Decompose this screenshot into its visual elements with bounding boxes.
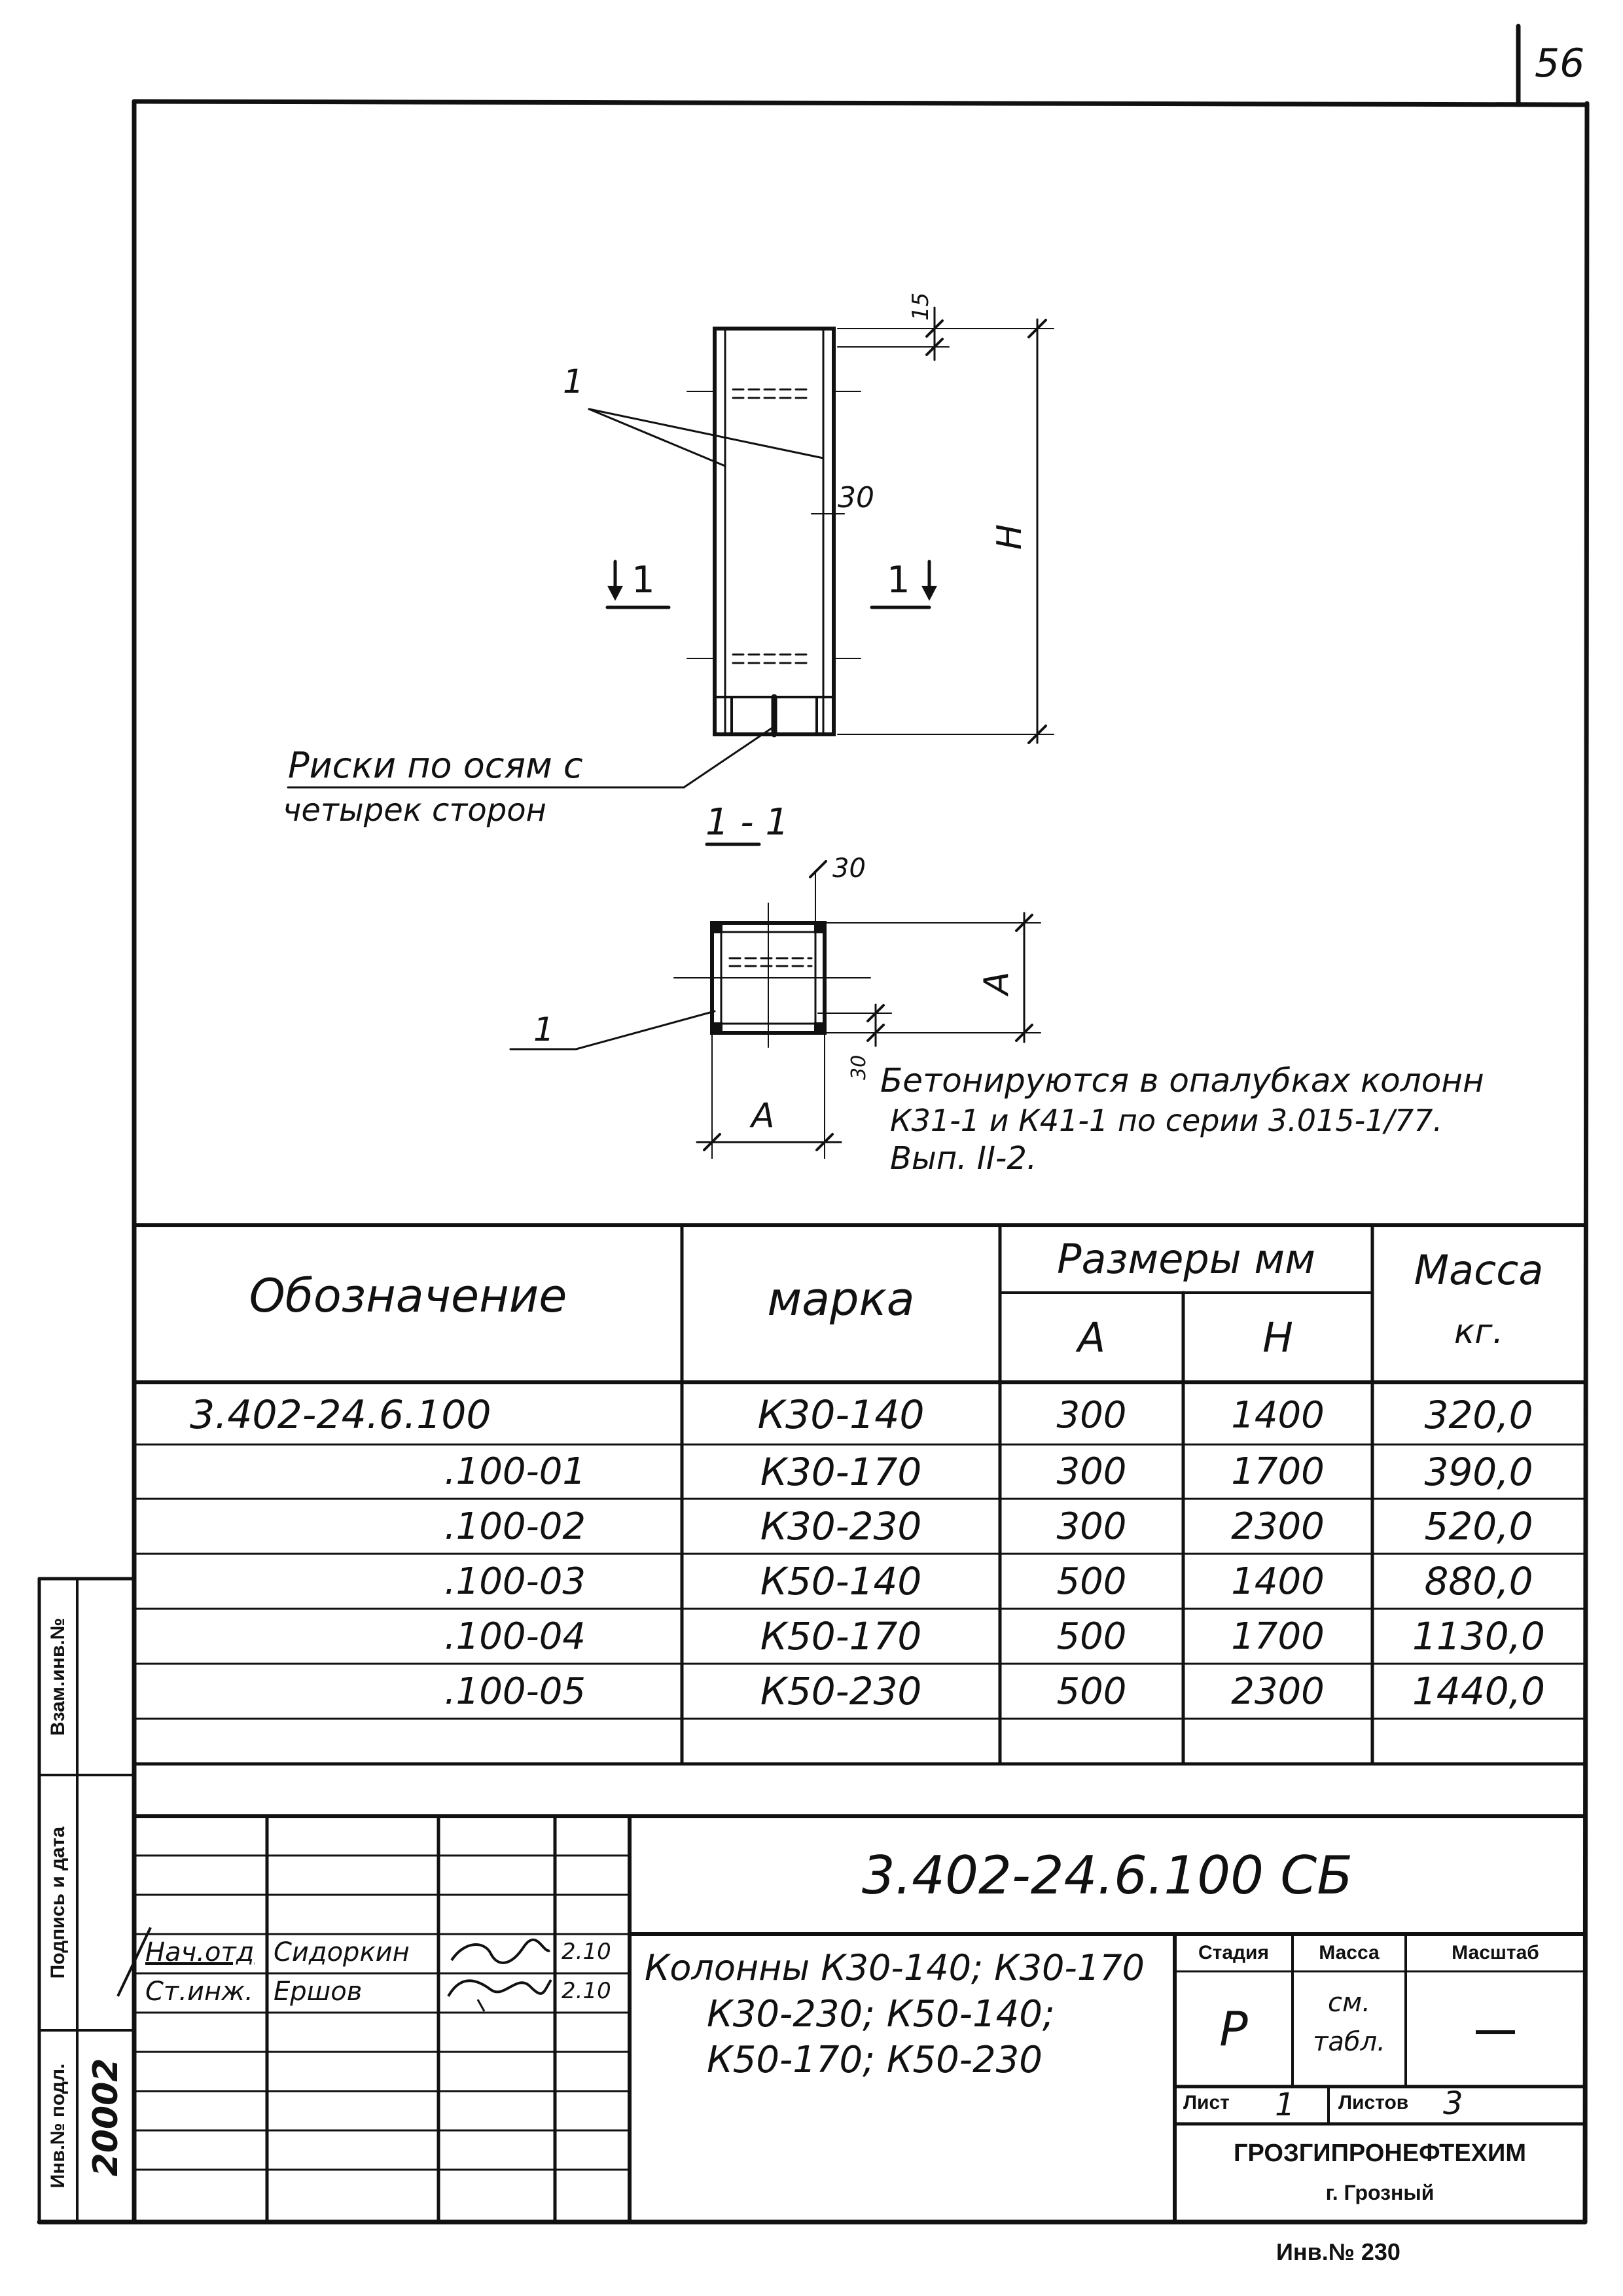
- signature-role: Ст.инж.: [145, 1977, 253, 2007]
- row-mass: 1440,0: [1412, 1669, 1545, 1713]
- label-pos-1-bottom: 1: [533, 1011, 554, 1049]
- row-mark: К50-140: [760, 1559, 922, 1604]
- row-designation: .100-03: [444, 1560, 586, 1603]
- sheets-value: 3: [1443, 2085, 1463, 2122]
- header-dim-h: Н: [1262, 1314, 1293, 1361]
- dim-a-bottom: A: [749, 1096, 775, 1136]
- row-mark: К50-230: [760, 1669, 922, 1713]
- dim-h: H: [990, 524, 1029, 550]
- note-concrete-line1: Бетонируются в опалубках колонн: [880, 1062, 1484, 1100]
- signature-name: Ершов: [274, 1977, 363, 2007]
- row-designation: .100-05: [444, 1670, 586, 1713]
- dim-15: 15: [908, 293, 934, 321]
- handwritten-signature-marks: [447, 1938, 552, 2012]
- header-mass: Масса: [1414, 1246, 1544, 1294]
- dim-30-bottom: 30: [847, 1055, 870, 1080]
- row-mass: 320,0: [1424, 1393, 1533, 1437]
- header-designation: Обозначение: [249, 1269, 567, 1323]
- row-dim-a: 300: [1056, 1393, 1127, 1437]
- row-dim-h: 1400: [1231, 1393, 1325, 1437]
- row-dim-a: 500: [1056, 1670, 1127, 1713]
- title-line-3: К50-170; К50-230: [707, 2039, 1043, 2081]
- row-dim-h: 1700: [1231, 1450, 1325, 1493]
- header-dim-a: А: [1077, 1314, 1106, 1361]
- note-concrete-line2: К31-1 и К41-1 по серии 3.015-1/77.: [890, 1103, 1443, 1138]
- row-dim-h: 1400: [1231, 1560, 1325, 1603]
- row-mass: 520,0: [1424, 1504, 1533, 1549]
- row-mark: К50-170: [760, 1614, 922, 1659]
- stage-label: Стадия: [1198, 1941, 1270, 1964]
- row-dim-a: 500: [1056, 1560, 1127, 1603]
- dim-30-top: 30: [838, 481, 874, 514]
- stamp-sign-date: Подпись и дата: [47, 1826, 69, 1979]
- stamp-inv-original-value: 20002: [86, 2058, 126, 2177]
- dim-30-section: 30: [832, 853, 866, 884]
- row-mass: 1130,0: [1412, 1614, 1545, 1659]
- sheet-label: Лист: [1183, 2092, 1230, 2113]
- section-mark-left: 1: [632, 559, 655, 601]
- header-mark: марка: [767, 1272, 915, 1326]
- dim-a-side: A: [977, 971, 1016, 997]
- sheets-label: Листов: [1338, 2092, 1409, 2113]
- mass-value-line2: табл.: [1313, 2027, 1385, 2057]
- section-title: 1 - 1: [705, 801, 789, 844]
- row-dim-a: 300: [1056, 1505, 1127, 1548]
- note-concrete-line3: Вып. II-2.: [890, 1140, 1037, 1177]
- sheet-value: 1: [1275, 2087, 1295, 2123]
- row-designation: .100-04: [444, 1615, 586, 1658]
- row-dim-h: 2300: [1231, 1505, 1325, 1548]
- header-mass-unit: кг.: [1454, 1312, 1504, 1352]
- stamp-inv-replaced: Взам.инв.№: [47, 1617, 69, 1736]
- signature-date: 2.10: [562, 1978, 611, 2004]
- stamp-inv-original: Инв.№ подл.: [47, 2063, 69, 2189]
- sheet-number: 56: [1535, 41, 1585, 86]
- organization: ГРОЗГИПРОНЕФТЕХИМ: [1234, 2139, 1526, 2167]
- row-mass: 390,0: [1424, 1449, 1533, 1494]
- row-mark: К30-140: [757, 1392, 925, 1438]
- scale-label: Масштаб: [1452, 1941, 1539, 1964]
- stage-value: Р: [1219, 2001, 1248, 2056]
- row-mark: К30-230: [760, 1504, 922, 1549]
- header-dimensions: Размеры мм: [1057, 1235, 1315, 1283]
- mass-value-line1: см.: [1328, 1988, 1370, 2018]
- footer-inv-number: Инв.№ 230: [1276, 2238, 1400, 2265]
- row-designation: 3.402-24.6.100: [190, 1392, 491, 1438]
- signature-role: Нач.отд: [145, 1937, 255, 1967]
- scale-value: —: [1476, 2007, 1515, 2051]
- city: г. Грозный: [1325, 2180, 1435, 2204]
- row-mark: К30-170: [760, 1449, 922, 1494]
- row-dim-h: 2300: [1231, 1670, 1325, 1713]
- title-line-1: Колонны К30-140; К30-170: [645, 1947, 1145, 1988]
- row-mass: 880,0: [1424, 1559, 1533, 1604]
- signature-date: 2.10: [562, 1939, 611, 1965]
- handwritten-slash-mark: [116, 1927, 152, 1997]
- row-dim-h: 1700: [1231, 1615, 1325, 1658]
- note-marks-line1: Риски по осям с: [288, 745, 583, 786]
- doc-code: 3.402-24.6.100 СБ: [861, 1844, 1353, 1906]
- note-marks-line2: четырек сторон: [283, 792, 546, 829]
- row-dim-a: 500: [1056, 1615, 1127, 1658]
- section-mark-right: 1: [887, 559, 910, 601]
- row-dim-a: 300: [1056, 1450, 1127, 1493]
- signature-name: Сидоркин: [274, 1937, 410, 1967]
- mass-label: Масса: [1319, 1941, 1380, 1964]
- row-designation: .100-01: [444, 1450, 586, 1493]
- title-line-2: К30-230; К50-140;: [707, 1993, 1055, 2036]
- row-designation: .100-02: [444, 1505, 586, 1548]
- label-pos-1-top: 1: [563, 363, 584, 401]
